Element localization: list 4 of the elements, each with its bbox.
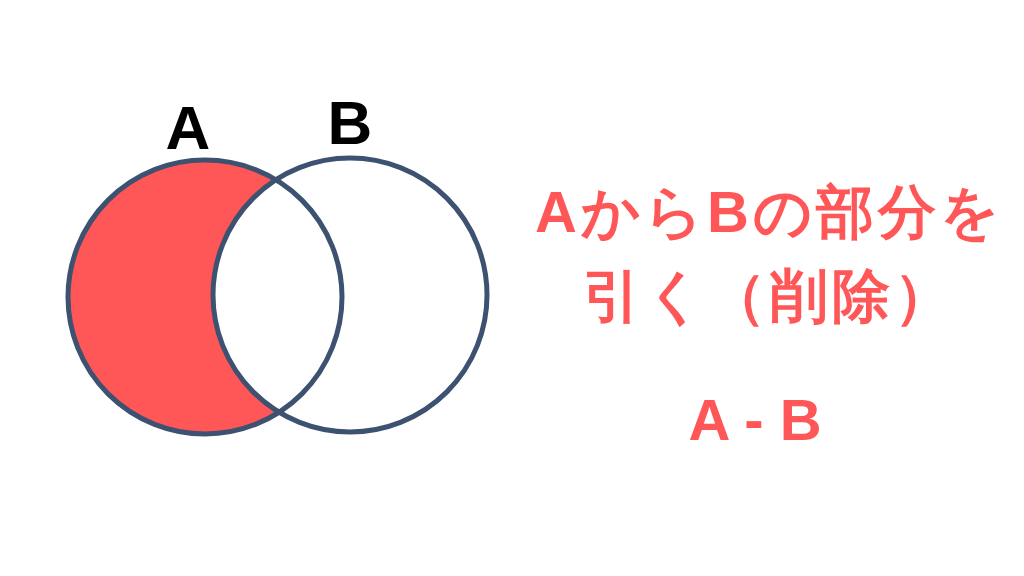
formula-text: A - B: [687, 390, 823, 450]
set-label: A: [165, 97, 211, 159]
set-label: B: [327, 92, 373, 154]
description-text: AからBの部分を引く（削除）: [534, 178, 1004, 330]
